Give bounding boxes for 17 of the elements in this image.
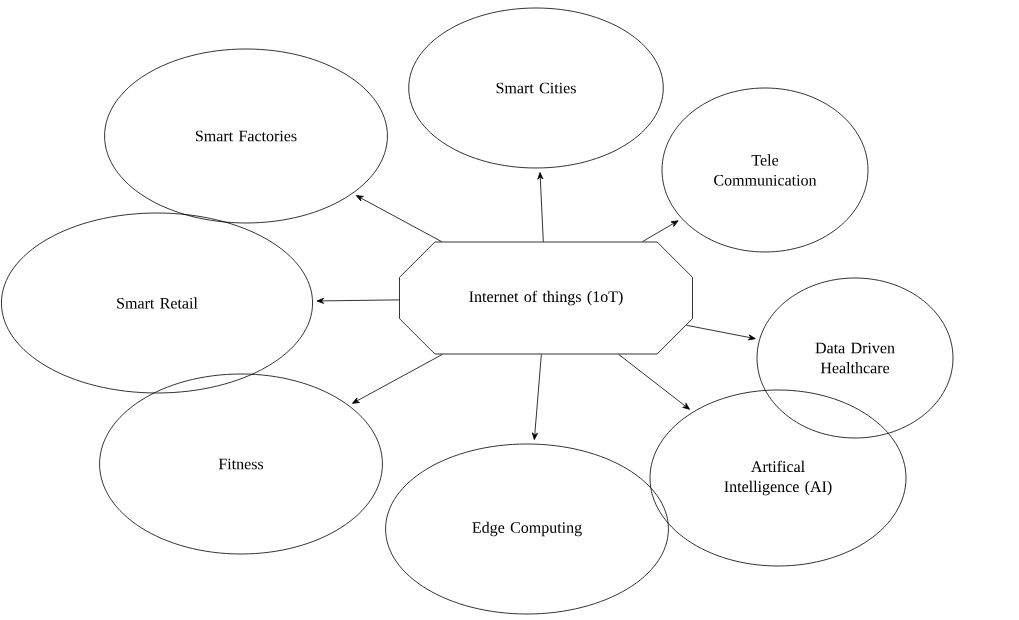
arrow	[316, 297, 400, 304]
ellipse-node: Fitness	[99, 373, 383, 555]
ellipse-node: Artifical Intelligence (AI)	[649, 389, 907, 567]
arrow	[352, 354, 443, 404]
arrow	[686, 324, 756, 341]
octagon-node: Internet of things (1oT)	[399, 241, 693, 355]
ellipse-node: Smart Cities	[408, 7, 664, 169]
ellipse-node: Data Driven Healthcare	[756, 277, 954, 439]
arrow	[537, 172, 544, 242]
arrow	[642, 220, 679, 242]
arrow	[531, 354, 542, 440]
ellipse-node: Edge Computing	[385, 443, 669, 615]
ellipse-node: Smart Factories	[104, 48, 388, 224]
arrow	[355, 195, 442, 242]
ellipse-node: Tele Communication	[661, 87, 869, 253]
ellipse-node: Smart Retail	[1, 212, 313, 394]
arrow	[618, 354, 690, 410]
